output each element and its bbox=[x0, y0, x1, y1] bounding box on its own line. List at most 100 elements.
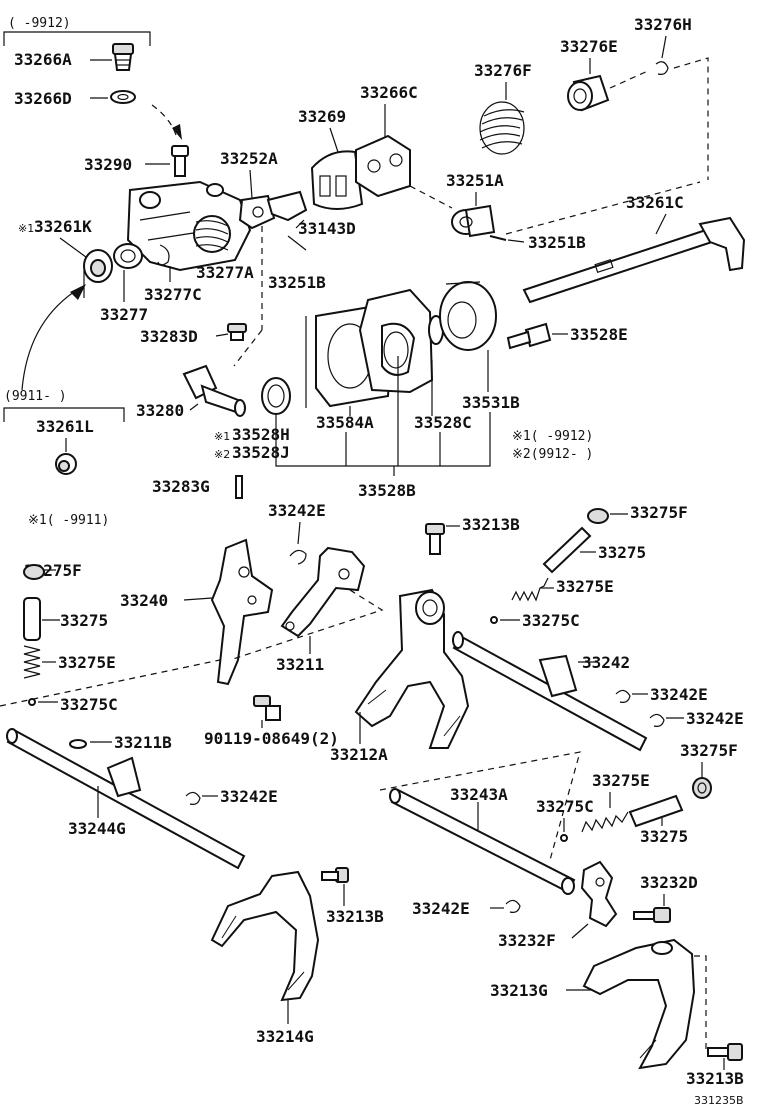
label-33242E-b: 33242E bbox=[650, 685, 708, 704]
label-33211B: 33211B bbox=[114, 733, 172, 752]
label-33528J: 33528J bbox=[232, 443, 290, 462]
label-33213B-a: 33213B bbox=[462, 515, 520, 534]
label-33244G: 33244G bbox=[68, 819, 126, 838]
mark-1a: ※1 bbox=[18, 222, 34, 235]
label-33251B-b: 33251B bbox=[528, 233, 586, 252]
label-33266A: 33266A bbox=[14, 50, 72, 69]
part-33275C-ball-b bbox=[28, 698, 36, 706]
label-33276E: 33276E bbox=[560, 37, 618, 56]
label-33276F: 33276F bbox=[474, 61, 532, 80]
label-33214G: 33214G bbox=[256, 1027, 314, 1046]
label-33584A: 33584A bbox=[316, 413, 374, 432]
part-33143D-clip bbox=[266, 190, 308, 222]
part-33528E-bolt bbox=[506, 322, 552, 350]
label-33528B: 33528B bbox=[358, 481, 416, 500]
label-33242: 33242 bbox=[582, 653, 630, 672]
part-33266C-bracket bbox=[355, 134, 411, 198]
label-33283G: 33283G bbox=[152, 477, 210, 496]
label-33243A: 33243A bbox=[450, 785, 508, 804]
part-33232D-bolt bbox=[633, 907, 671, 923]
label-33275E-c: 33275E bbox=[592, 771, 650, 790]
part-33280-lever bbox=[182, 364, 246, 417]
label-33528E: 33528E bbox=[570, 325, 628, 344]
mark-2a: ※2 bbox=[214, 448, 230, 461]
part-33213B-bolt-c bbox=[707, 1043, 743, 1061]
part-33244G-shaft bbox=[6, 728, 246, 870]
label-33528H: 33528H bbox=[232, 425, 290, 444]
label-33290: 33290 bbox=[84, 155, 132, 174]
part-33242E-clip-d bbox=[185, 791, 201, 805]
part-33266D-washer bbox=[110, 90, 136, 104]
label-33275F-c: 33275F bbox=[680, 741, 738, 760]
label-33143D: 33143D bbox=[298, 219, 356, 238]
part-33252A-block bbox=[238, 194, 276, 230]
label-33277A: 33277A bbox=[196, 263, 254, 282]
label-33266D: 33266D bbox=[14, 89, 72, 108]
part-33276F-spring bbox=[479, 101, 525, 155]
label-33275F-a: 33275F bbox=[630, 503, 688, 522]
part-33276H-clip bbox=[655, 61, 669, 75]
part-33275C-ball-c bbox=[560, 834, 568, 842]
label-33280: 33280 bbox=[136, 401, 184, 420]
part-33283D-plug bbox=[227, 323, 247, 341]
label-33277C: 33277C bbox=[144, 285, 202, 304]
label-33213B-c: 33213B bbox=[686, 1069, 744, 1088]
part-33275E-spring-a bbox=[511, 577, 549, 602]
part-33269-plate bbox=[310, 150, 364, 210]
part-33275E-spring-b bbox=[23, 645, 41, 679]
label-33277: 33277 bbox=[100, 305, 148, 324]
label-33213B-b: 33213B bbox=[326, 907, 384, 926]
mark-1b: ※1 bbox=[214, 430, 230, 443]
part-33214G-fork bbox=[210, 870, 320, 1002]
label-33528C: 33528C bbox=[414, 413, 472, 432]
part-33251B-pin-b bbox=[489, 235, 507, 241]
part-33275-pin-a bbox=[542, 526, 592, 574]
label-33242E-e: 33242E bbox=[412, 899, 470, 918]
label-33242E-c: 33242E bbox=[686, 709, 744, 728]
part-90119-bolt bbox=[253, 695, 281, 721]
part-33261C-shaft bbox=[522, 216, 746, 304]
note-2a: ※2(9912- ) bbox=[512, 447, 593, 462]
part-housing bbox=[126, 180, 252, 272]
label-33266C: 33266C bbox=[360, 83, 418, 102]
label-33211: 33211 bbox=[276, 655, 324, 674]
label-33275-a: 33275 bbox=[598, 543, 646, 562]
part-33232F-lever bbox=[580, 860, 618, 928]
label-33275C-a: 33275C bbox=[522, 611, 580, 630]
part-33275F-plug-c bbox=[692, 777, 712, 799]
part-33531B-seal bbox=[439, 281, 497, 351]
label-33531B: 33531B bbox=[462, 393, 520, 412]
label-90119: 90119-08649(2) bbox=[204, 729, 339, 748]
part-33242E-clip-c bbox=[649, 713, 665, 727]
range-note-top: ( -9912) bbox=[8, 16, 71, 31]
label-33275E-b: 33275E bbox=[58, 653, 116, 672]
label-33232D: 33232D bbox=[640, 873, 698, 892]
part-33275-pin-b bbox=[23, 597, 41, 641]
note-1b: ※1( -9911) bbox=[28, 513, 109, 528]
part-33240-lever bbox=[210, 538, 274, 686]
part-33275F-plug-b bbox=[23, 564, 45, 580]
part-33277-sleeve bbox=[113, 243, 143, 269]
label-33283D: 33283D bbox=[140, 327, 198, 346]
part-33212A-fork bbox=[354, 588, 470, 749]
range-note-mid: (9911- ) bbox=[4, 389, 67, 404]
note-1a: ※1( -9912) bbox=[512, 429, 593, 444]
part-33213B-bolt-a bbox=[425, 523, 445, 555]
label-33275C-c: 33275C bbox=[536, 797, 594, 816]
label-33251A: 33251A bbox=[446, 171, 504, 190]
part-33266A-plug bbox=[112, 43, 134, 71]
part-33242E-clip-b bbox=[615, 689, 631, 703]
part-33528H-bearing bbox=[261, 377, 291, 415]
label-33242E-a: 33242E bbox=[268, 501, 326, 520]
part-33213G-fork bbox=[582, 938, 696, 1070]
label-33213G: 33213G bbox=[490, 981, 548, 1000]
part-33290-bolt bbox=[171, 145, 189, 177]
part-33242E-clip-a bbox=[289, 549, 307, 565]
part-33275F-plug-a bbox=[587, 508, 609, 524]
label-33232F: 33232F bbox=[498, 931, 556, 950]
part-33251B-pin-a bbox=[287, 235, 307, 251]
arrow-install-2 bbox=[21, 287, 81, 391]
part-33283G-pin bbox=[235, 475, 243, 499]
part-33277A-spring bbox=[193, 215, 231, 253]
